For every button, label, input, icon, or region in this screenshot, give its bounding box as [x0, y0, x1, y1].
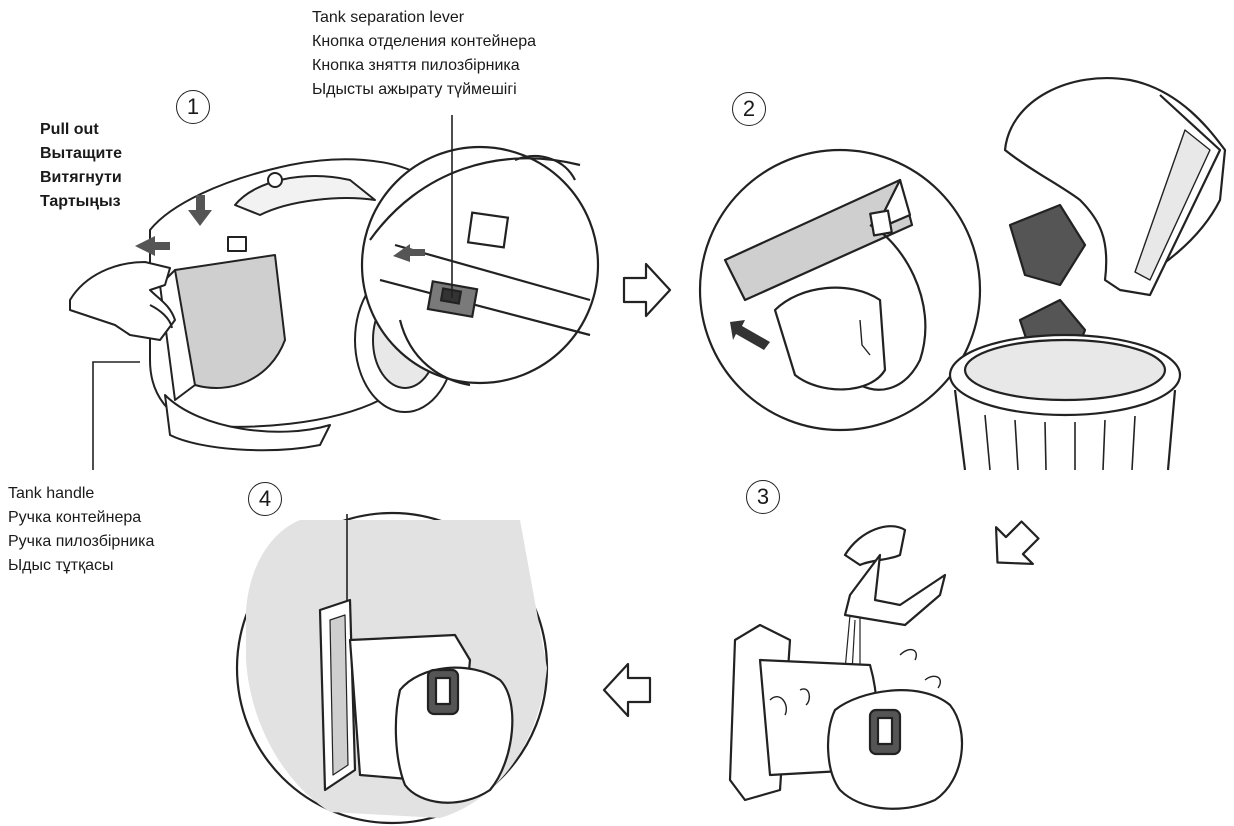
- push-arrow-icon: [730, 320, 770, 350]
- pull-out-label-uk: Витягнути: [40, 169, 122, 186]
- tank-emptying-illustration: [1003, 77, 1227, 372]
- reassembled-tank-zoom-circle: [235, 511, 549, 825]
- separation-lever-label-ru: Кнопка отделения контейнера: [312, 33, 537, 50]
- step-number-2: 2: [732, 92, 766, 126]
- step-number-4: 4: [248, 482, 282, 516]
- tank-handle-label: Tank handle Ручка контейнера Ручка пилоз…: [8, 482, 154, 578]
- step-number-1: 1: [176, 90, 210, 124]
- flow-arrow-icon: [977, 510, 1050, 583]
- trash-can-illustration: [948, 333, 1182, 471]
- separation-lever-label: Tank separation lever Кнопка отделения к…: [312, 6, 536, 102]
- tank-handle-label-uk: Ручка пилозбірника: [8, 533, 155, 550]
- handle-pointer-line: [92, 361, 140, 470]
- separation-lever-label-en: Tank separation lever: [312, 9, 465, 26]
- step-number-3: 3: [746, 480, 780, 514]
- pull-out-label: Pull out Вытащите Витягнути Тартыңыз: [40, 118, 122, 214]
- pull-out-label-kk: Тартыңыз: [40, 193, 121, 210]
- flow-arrow-icon: [602, 662, 652, 718]
- separation-lever-label-uk: Кнопка зняття пилозбірника: [312, 57, 520, 74]
- pull-arrow-icon: [135, 195, 212, 256]
- faucet-washing-illustration: [728, 525, 964, 810]
- tank-handle-label-kk: Ыдыс тұтқасы: [8, 557, 114, 574]
- pull-out-label-ru: Вытащите: [40, 145, 123, 162]
- flow-arrow-icon: [622, 262, 672, 318]
- pull-out-label-en: Pull out: [40, 121, 99, 138]
- tank-handle-label-en: Tank handle: [8, 485, 95, 502]
- tank-handle-label-ru: Ручка контейнера: [8, 509, 142, 526]
- lever-zoom-circle: [360, 145, 600, 387]
- push-arrow-icon: [393, 244, 425, 262]
- latch-zoom-circle: [698, 148, 982, 432]
- separation-lever-label-kk: Ыдысты ажырату түймешігі: [312, 81, 517, 98]
